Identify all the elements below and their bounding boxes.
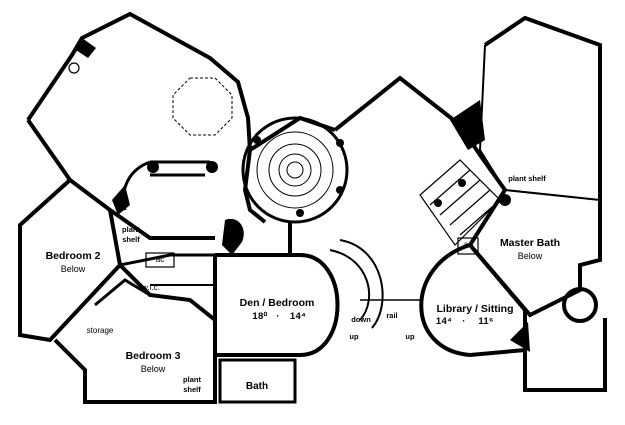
ac-box-left — [145, 252, 175, 268]
master-bath-note: Below — [517, 251, 543, 261]
small-window-circle — [68, 62, 80, 74]
plant-shelf-left-line2: shelf — [122, 235, 140, 244]
plant-shelf-arc — [122, 160, 210, 211]
bath-name: Bath — [245, 381, 269, 392]
den-width: 18⁰ — [252, 311, 268, 322]
octagon-outline — [172, 77, 233, 136]
upper-left-lower-wall — [26, 118, 215, 240]
lower-right-wall — [523, 318, 607, 392]
bedroom-3-name: Bedroom 3 — [125, 350, 181, 362]
wall-fillet-top — [76, 38, 96, 58]
den-name: Den / Bedroom — [239, 297, 315, 309]
wic-label: w.i.c. — [142, 283, 160, 292]
library-depth: 11⁶ — [478, 316, 494, 327]
rotunda-ring-4 — [286, 161, 304, 179]
tower-circle — [562, 287, 598, 323]
storage-label: storage — [86, 326, 114, 335]
master-bath-name: Master Bath — [499, 237, 561, 249]
bedroom-2-name: Bedroom 2 — [45, 250, 101, 262]
column-2 — [206, 161, 218, 173]
down-label: down — [351, 315, 371, 324]
upper-left-outline — [26, 11, 267, 224]
rotunda-ring-1 — [256, 131, 334, 209]
ac-left-label: ac — [155, 255, 165, 264]
rotunda-outer — [241, 116, 349, 224]
bedroom-3-note: Below — [140, 364, 166, 374]
ac-right-label: ac — [463, 240, 473, 249]
den-depth: 14⁴ — [289, 311, 307, 322]
plant-shelf-bottom-line1: plant — [183, 375, 201, 384]
rail-label: rail — [386, 311, 398, 320]
column-1 — [147, 161, 159, 173]
upper-middle-wall — [248, 115, 336, 152]
den-column-mass — [222, 218, 244, 255]
library-width: 14⁴ — [435, 316, 453, 327]
column-7 — [499, 194, 511, 206]
column-6 — [296, 209, 304, 217]
rotunda-ring-2 — [268, 143, 322, 197]
column-9 — [434, 199, 442, 207]
bedroom-2-wall — [18, 178, 123, 343]
wall-fillet-upper-right — [450, 100, 485, 150]
column-4 — [336, 139, 344, 147]
up-left-label: up — [349, 332, 359, 341]
plant-shelf-right: plant shelf — [508, 174, 546, 183]
wall-fillet-tower — [510, 322, 530, 352]
rotunda-ring-3 — [278, 153, 312, 187]
plant-shelf-left-line1: plant — [122, 225, 140, 234]
up-right-label: up — [405, 332, 415, 341]
master-bath-inner — [478, 44, 601, 201]
stair-rail — [329, 239, 384, 329]
ac-box-right — [457, 237, 479, 255]
library-name: Library / Sitting — [436, 303, 514, 315]
column-5 — [336, 186, 344, 194]
bedroom-3-wall — [53, 263, 217, 404]
column-8 — [458, 179, 466, 187]
upper-stair — [419, 159, 501, 246]
den-sep: · — [276, 311, 280, 322]
library-wall — [419, 243, 527, 358]
storage-partition — [94, 253, 215, 307]
column-3 — [253, 136, 261, 144]
plant-shelf-bottom-line2: shelf — [183, 385, 201, 394]
den-wall — [213, 253, 340, 357]
wall-fillet-left — [112, 185, 130, 215]
bath-wall — [218, 358, 297, 404]
master-bath-wall — [468, 15, 602, 318]
library-sep: · — [462, 316, 466, 327]
bedroom-2-note: Below — [60, 264, 86, 274]
